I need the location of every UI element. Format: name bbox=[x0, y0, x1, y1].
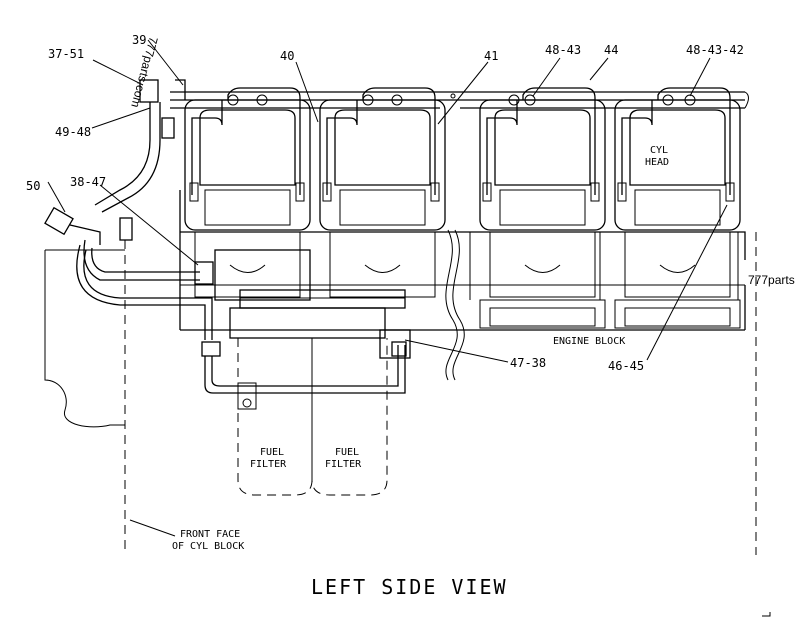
front-face-label-line2: OF CYL BLOCK bbox=[172, 541, 244, 552]
callout-39: 39 bbox=[132, 33, 146, 47]
engine-block-label: ENGINE BLOCK bbox=[553, 336, 625, 347]
callout-49-48: 49-48 bbox=[55, 125, 91, 139]
cylinder-heads bbox=[184, 99, 741, 298]
supply-line bbox=[94, 79, 186, 213]
fuel-filter-1-label-line1: FUEL bbox=[260, 447, 284, 458]
callout-48-43-42: 48-43-42 bbox=[686, 43, 744, 57]
fuel-filters bbox=[237, 338, 388, 496]
fuel-filter-2-label-line2: FILTER bbox=[325, 459, 362, 470]
front-face-line bbox=[44, 240, 126, 555]
callout-46-45: 46-45 bbox=[608, 359, 644, 373]
cylinder-head-3 bbox=[479, 99, 606, 298]
callout-37-51: 37-51 bbox=[48, 47, 84, 61]
watermark-right: 777parts bbox=[748, 273, 795, 287]
cyl-head-label-line1: CYL bbox=[650, 145, 668, 156]
leader-lines bbox=[47, 39, 728, 537]
cylinder-head-1 bbox=[184, 99, 311, 298]
callout-44: 44 bbox=[604, 43, 618, 57]
cylinder-head-2 bbox=[319, 99, 446, 298]
callout-40: 40 bbox=[280, 49, 294, 63]
watermarks: 777parts.com 777parts bbox=[128, 35, 794, 287]
annotations: CYL HEAD ENGINE BLOCK FRONT FACE OF CYL … bbox=[172, 145, 669, 552]
front-face-label-line1: FRONT FACE bbox=[180, 529, 240, 540]
engine-block bbox=[179, 190, 757, 555]
fuel-line-loops bbox=[191, 87, 731, 195]
callout-50: 50 bbox=[26, 179, 40, 193]
cylinder-head-4 bbox=[614, 99, 741, 298]
fuel-filter-2-label-line1: FUEL bbox=[335, 447, 359, 458]
callout-41: 41 bbox=[484, 49, 498, 63]
callout-47-38: 47-38 bbox=[510, 356, 546, 370]
callouts: 37-51 39 40 41 48-43 44 48-43-42 49-48 5… bbox=[26, 33, 744, 373]
callout-48-43: 48-43 bbox=[545, 43, 581, 57]
corner-mark bbox=[762, 612, 771, 617]
view-title: LEFT SIDE VIEW bbox=[311, 575, 508, 599]
fuel-filter-base bbox=[214, 249, 411, 410]
cyl-head-label-line2: HEAD bbox=[645, 157, 669, 168]
fuel-filter-1-label-line2: FILTER bbox=[250, 459, 287, 470]
filter-supply-lines bbox=[44, 206, 407, 394]
callout-38-47: 38-47 bbox=[70, 175, 106, 189]
